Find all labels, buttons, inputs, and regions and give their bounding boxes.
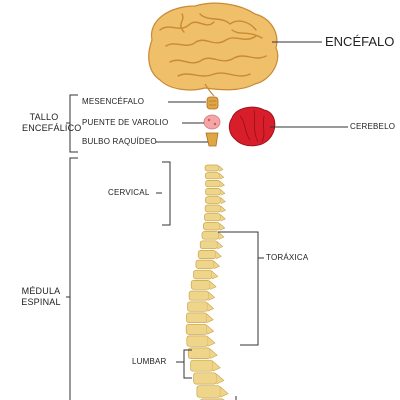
cervical-bracket	[162, 161, 171, 226]
vertebra-9	[201, 231, 220, 240]
vertebra-2	[204, 172, 220, 180]
label-lumbar: LUMBAR	[132, 357, 167, 366]
vertebra-4	[205, 188, 221, 196]
vertebra-process-5	[220, 197, 226, 204]
vertebra-process-16	[207, 302, 215, 312]
vertebra-13	[193, 269, 213, 280]
spinal-cord-bracket	[69, 157, 78, 400]
vertebra-22	[193, 372, 217, 385]
vertebra-16	[187, 301, 208, 312]
label-spinal-cord-line2: ESPINAL	[21, 297, 61, 307]
vertebra-12	[195, 259, 215, 269]
label-encephalon: ENCÉFALO	[325, 34, 395, 49]
vertebra-process-15	[208, 291, 216, 301]
vertebra-process-13	[211, 270, 219, 280]
vertebra-process-9	[218, 232, 225, 240]
vertebra-process-23	[220, 386, 229, 398]
vertebra-process-17	[206, 313, 214, 323]
lumbar-bracket	[183, 349, 192, 379]
label-spinal-cord: MÉDULA ESPINAL	[18, 286, 64, 308]
leader-lines	[66, 41, 348, 400]
vertebra-process-8	[219, 223, 226, 231]
vertebra-process-6	[220, 205, 227, 213]
vertebra-process-7	[220, 214, 226, 222]
vertebra-15	[188, 290, 209, 301]
medulla-illustration	[205, 132, 219, 147]
spine-illustration	[185, 164, 229, 400]
mesencephalon-illustration	[206, 96, 219, 110]
vertebra-process-21	[212, 360, 221, 372]
label-medulla-oblongata: BULBO RAQUÍDEO	[82, 137, 157, 146]
vertebra-process-10	[217, 241, 224, 250]
vertebra-process-20	[209, 348, 218, 359]
vertebra-process-14	[209, 281, 217, 290]
vertebra-3	[205, 180, 221, 188]
label-mesencephalon: MESENCÉFALO	[82, 97, 145, 106]
vertebra-17	[186, 312, 208, 324]
label-cervical: CERVICAL	[108, 188, 150, 197]
vertebra-6	[204, 204, 222, 213]
vertebra-5	[205, 196, 222, 204]
cerebellum-illustration	[228, 106, 276, 147]
pons-illustration	[203, 114, 221, 130]
vertebra-process-22	[216, 373, 225, 385]
vertebra-18	[185, 323, 208, 335]
vertebra-process-18	[206, 325, 215, 335]
vertebra-process-12	[213, 260, 221, 269]
label-cerebellum: CEREBELO	[350, 122, 396, 131]
vertebra-1	[204, 164, 220, 172]
vertebra-process-4	[220, 189, 226, 196]
label-brainstem-line2: ENCEFÁLICO	[22, 123, 82, 133]
vertebra-8	[203, 222, 221, 231]
vertebra-14	[190, 280, 211, 290]
label-pons: PUENTE DE VAROLIO	[82, 118, 169, 127]
vertebra-10	[199, 240, 218, 250]
vertebra-process-11	[215, 251, 222, 260]
label-brainstem: TALLO ENCEFÁLICO	[22, 112, 82, 134]
label-brainstem-line1: TALLO	[29, 112, 59, 122]
vertebra-11	[197, 250, 217, 259]
vertebra-7	[204, 213, 221, 222]
brain-illustration	[148, 2, 279, 97]
vertebra-process-2	[219, 173, 225, 180]
vertebra-21	[190, 359, 214, 372]
thoracic-bracket	[218, 231, 259, 346]
vertebra-process-1	[218, 165, 224, 172]
vertebra-19	[186, 335, 209, 347]
vertebra-23	[196, 385, 221, 398]
label-spinal-cord-line1: MÉDULA	[21, 286, 61, 296]
vertebra-process-3	[219, 181, 225, 188]
vertebra-process-19	[207, 336, 216, 347]
label-thoracic: TORÁXICA	[266, 253, 309, 262]
